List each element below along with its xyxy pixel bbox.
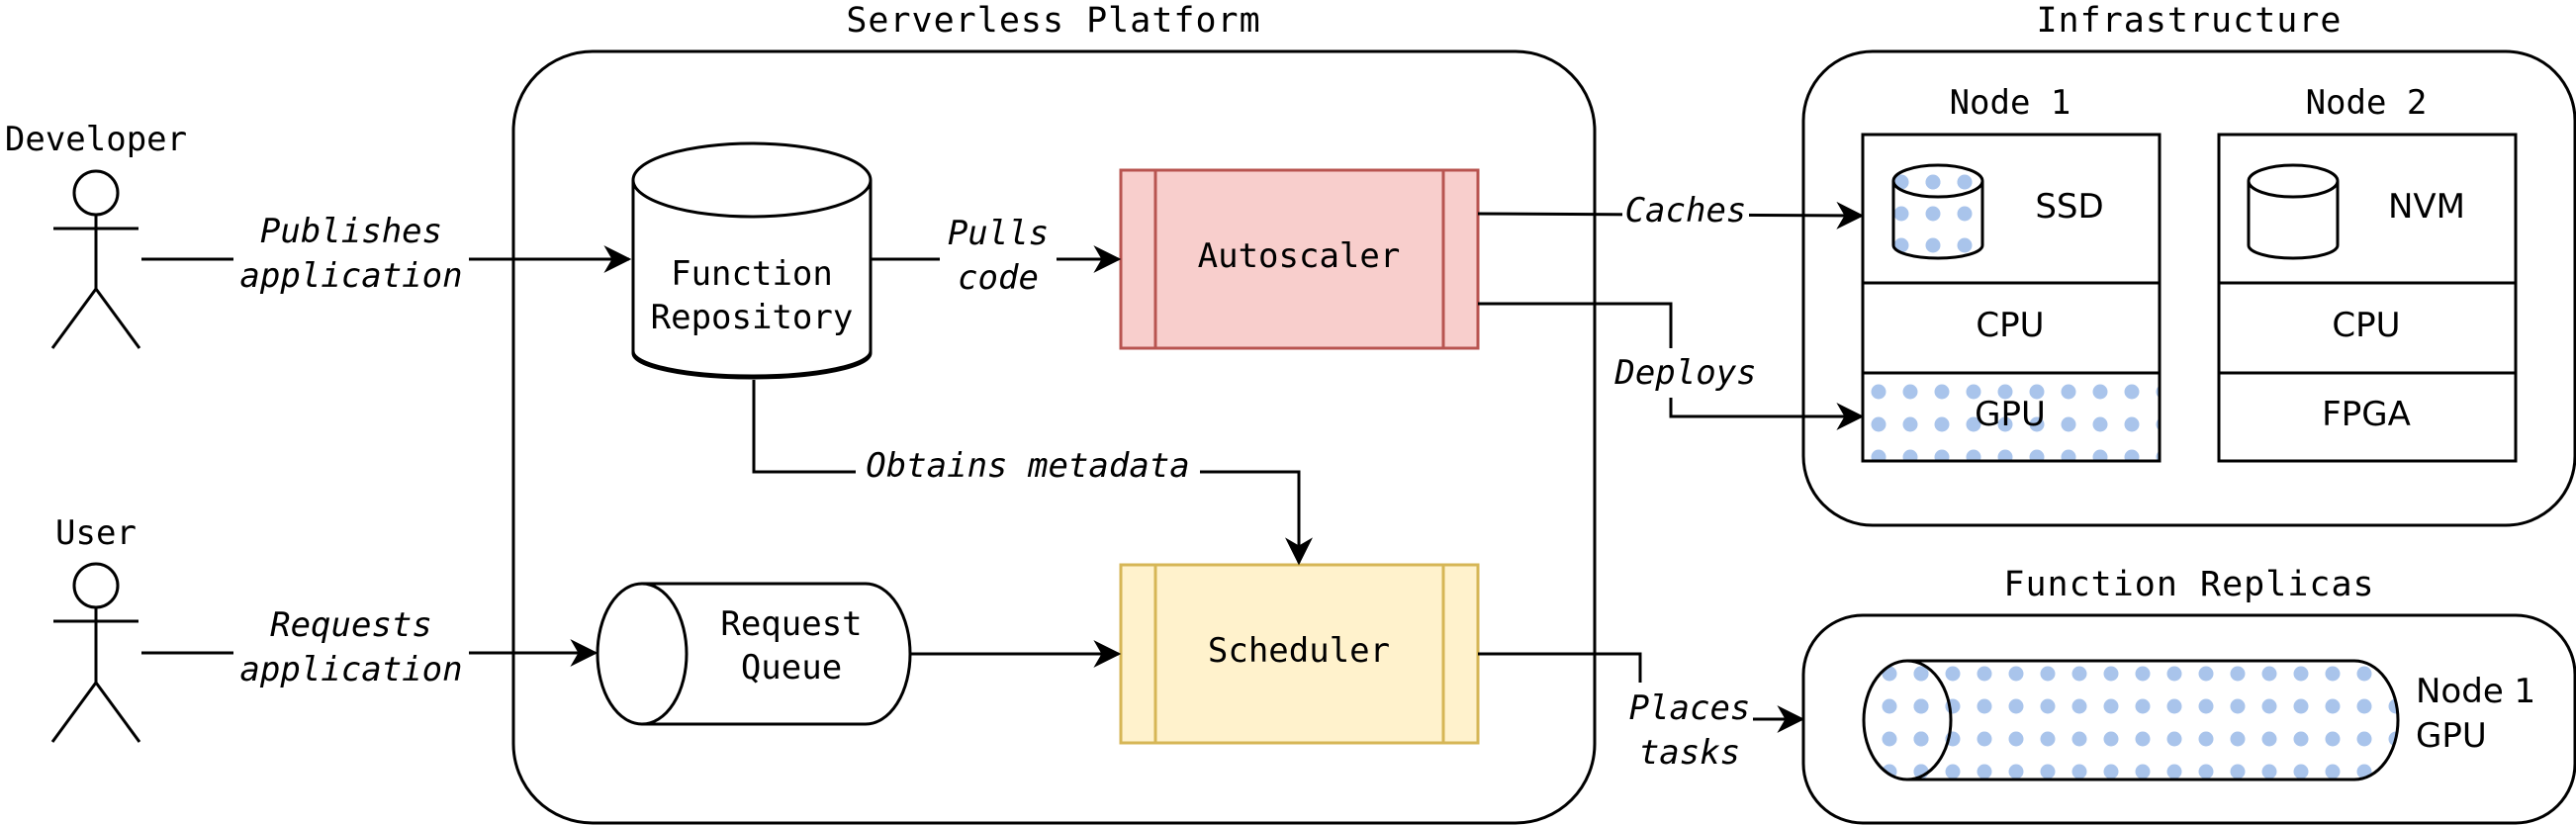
infrastructure-title: Infrastructure [2036, 1, 2342, 41]
edge-pulls-line1: Pulls [948, 214, 1049, 253]
node2-nvm-label: NVM [2388, 187, 2465, 227]
node1-gpu-cell [1864, 374, 2159, 460]
function-repository: Function Repository [631, 141, 873, 380]
edge-caches: Caches [1477, 186, 1865, 235]
edge-places-line2: tasks [1639, 733, 1740, 773]
function-replicas-title: Function Replicas [2003, 565, 2374, 604]
edge-publishes-line2: application [239, 256, 462, 296]
request-queue: Request Queue [596, 582, 912, 726]
replica-label-line1: Node 1 [2416, 672, 2535, 711]
edge-pulls-line2: code [958, 258, 1039, 298]
function-replicas-group: Function Replicas [1801, 565, 2576, 825]
user-actor: User [50, 513, 141, 743]
edge-metadata-label: Obtains metadata [866, 446, 1190, 486]
edge-places-line1: Places [1629, 688, 1751, 728]
infrastructure-group: Infrastructure [1801, 1, 2576, 527]
node1-gpu-label: GPU [1975, 395, 2046, 434]
developer-label: Developer [5, 120, 187, 159]
edge-requests-line1: Requests [270, 605, 432, 645]
node1-ssd-label: SSD [2035, 187, 2103, 227]
scheduler-box: Scheduler [1119, 563, 1480, 745]
function-repository-label-line1: Function [671, 254, 833, 294]
developer-actor: Developer [5, 120, 187, 349]
nvm-icon [2247, 163, 2340, 260]
node2: Node 2 NVM CPU FPGA [2217, 83, 2518, 463]
function-replica: Node 1 GPU [1862, 659, 2535, 781]
edge-places-tasks: Places tasks [1478, 652, 1805, 781]
node1-title: Node 1 [1950, 83, 2071, 123]
edge-publishes-line1: Publishes [260, 212, 442, 251]
user-label: User [55, 513, 137, 553]
request-queue-label-line2: Queue [741, 648, 842, 688]
edge-pulls-code: Pulls code [871, 210, 1122, 304]
user-head [72, 562, 120, 609]
edge-deploys-label: Deploys [1613, 353, 1756, 393]
node2-fpga-label: FPGA [2322, 395, 2411, 434]
autoscaler-label: Autoscaler [1198, 236, 1401, 276]
node2-cpu-label: CPU [2332, 306, 2400, 345]
edge-publishes: Publishes application [141, 208, 632, 302]
function-repository-label-line2: Repository [651, 298, 854, 337]
node1: Node 1 SSD CPU GPU [1861, 83, 2162, 463]
infrastructure-container [1801, 49, 2576, 527]
node1-cpu-label: CPU [1976, 306, 2044, 345]
node2-title: Node 2 [2306, 83, 2428, 123]
serverless-platform-group: Serverless Platform [511, 1, 1597, 825]
edge-requests: Requests application [141, 601, 598, 695]
edge-caches-label: Caches [1625, 191, 1747, 230]
edge-requests-line2: application [239, 650, 462, 689]
request-queue-label-line1: Request [720, 604, 862, 644]
edge-deploys: Deploys [1478, 302, 1865, 430]
serverless-platform-container [511, 49, 1597, 825]
replica-label-line2: GPU [2416, 716, 2487, 756]
autoscaler-box: Autoscaler [1119, 168, 1480, 350]
scheduler-label: Scheduler [1208, 631, 1390, 671]
edge-obtains-metadata: Obtains metadata [752, 380, 1313, 566]
developer-head [72, 169, 120, 217]
ssd-icon [1891, 163, 1984, 260]
serverless-platform-title: Serverless Platform [846, 1, 1260, 41]
